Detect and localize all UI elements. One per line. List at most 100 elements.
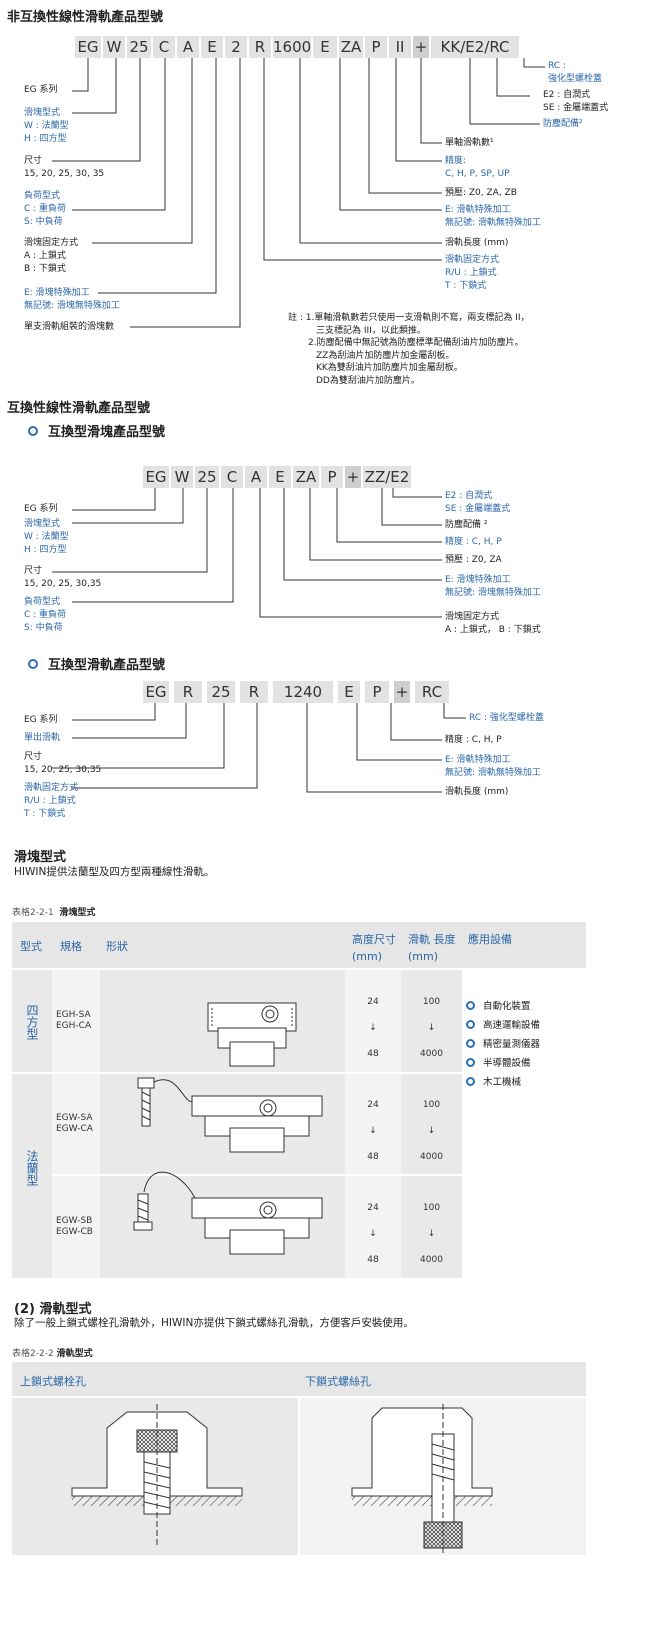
s1-label-precision: 精度: C, H, P, SP, UP <box>445 156 510 179</box>
bullet-icon <box>466 1038 475 1048</box>
s2-label-block-fix: 滑塊固定方式 A : 上鎖式， B : 下鎖式 <box>445 612 541 635</box>
s3-label-rail-length: 滑軌長度 (mm) <box>445 787 509 797</box>
s3-label-rc: RC : 強化型螺栓蓋 <box>469 713 544 723</box>
table1-header-height: 高度尺寸 <box>352 933 396 946</box>
table2-caption: 表格2-2-2 滑軌型式 <box>12 1349 93 1359</box>
code-segment: R <box>174 681 202 703</box>
bullet-icon <box>466 1019 475 1029</box>
table2-header-bottom-lock: 下鎖式螺絲孔 <box>305 1375 371 1388</box>
s1-label-block-special: E: 滑塊特殊加工 無記號: 滑塊無特殊加工 <box>24 288 120 311</box>
s3-label-rail-fix: 滑軌固定方式 R/U : 上鎖式 T : 下鎖式 <box>24 783 79 819</box>
s2-label-series: EG 系列 <box>24 504 58 514</box>
code-segment: W <box>171 466 193 488</box>
rail-type-desc: 除了一般上鎖式螺栓孔滑軌外，HIWIN亦提供下鎖式螺絲孔滑軌，方便客戶安裝使用。 <box>14 1317 414 1329</box>
bullet-icon <box>466 1000 475 1010</box>
table2-header-top-lock: 上鎖式螺栓孔 <box>20 1375 86 1388</box>
table1-height-egw-a: 24↓48 <box>367 1100 379 1162</box>
s3-label-precision: 精度 : C, H, P <box>445 735 502 745</box>
code-segment: R <box>240 681 268 703</box>
bottom-lock-drawing <box>351 1404 493 1553</box>
code-segment: RC <box>415 681 449 703</box>
s1-label-rc: RC : 強化型螺栓蓋 <box>548 61 603 84</box>
s2-label-preload: 預壓 : Z0, ZA <box>445 555 502 565</box>
table1-header-spec: 規格 <box>60 940 82 953</box>
code-segment: W <box>103 36 125 58</box>
table2-header <box>12 1362 586 1396</box>
table1-type-square: 四方型 <box>25 1004 39 1040</box>
code-segment: + <box>394 681 410 703</box>
table1-app-item: 自動化裝置 <box>466 998 531 1012</box>
code-segment: 1240 <box>273 681 333 703</box>
code-segment: P <box>365 681 389 703</box>
s1-label-size: 尺寸 15, 20, 25, 30, 35 <box>24 156 105 179</box>
table1-header-height-unit: (mm) <box>352 950 383 963</box>
s1-label-rail-special: E: 滑軌特殊加工 無記號: 滑軌無特殊加工 <box>445 205 541 228</box>
section3-subtitle: 互換型滑軌產品型號 <box>28 654 165 673</box>
code-segment: II <box>389 36 411 58</box>
rail-type-drawings <box>71 1404 493 1553</box>
code-segment: 25 <box>195 466 219 488</box>
s2-label-e2: E2 : 自潤式 SE : 金屬端蓋式 <box>445 491 511 514</box>
s1-label-series: EG 系列 <box>24 85 58 95</box>
s2-label-block-type: 滑塊型式 W : 法蘭型 H : 四方型 <box>24 519 69 555</box>
table1-caption: 表格2-2-1 滑塊型式 <box>12 908 96 918</box>
table1-app-item: 精密量測儀器 <box>466 1036 540 1050</box>
section1-title: 非互換性線性滑軌產品型號 <box>7 10 164 25</box>
code-segment: 2 <box>225 36 247 58</box>
code-segment: E <box>338 681 360 703</box>
code-segment: + <box>413 36 429 58</box>
s3-label-rail-special: E: 滑軌特殊加工 無記號: 滑軌無特殊加工 <box>445 755 541 778</box>
s1-label-block-count: 單支滑軌組裝的滑塊數 <box>24 322 115 332</box>
table1-length-egw-a: 100↓4000 <box>420 1100 443 1162</box>
table1-app-label: 自動化裝置 <box>483 1001 531 1012</box>
bullet-icon <box>466 1076 475 1086</box>
section2-title: 互換性線性滑軌產品型號 <box>7 401 151 416</box>
bullet-icon <box>28 658 38 669</box>
code-segment: + <box>345 466 361 488</box>
block-shape-drawings <box>133 1002 323 1255</box>
code-segment: P <box>365 36 387 58</box>
s2-label-block-special: E: 滑塊特殊加工 無記號: 滑塊無特殊加工 <box>445 575 541 598</box>
egw-a-block-drawing <box>137 1077 323 1153</box>
s1-label-preload: 預壓: Z0, ZA, ZB <box>445 188 517 198</box>
s1-label-rail-length: 滑軌長度 (mm) <box>445 238 509 248</box>
table1-header-type: 型式 <box>20 940 42 953</box>
code-segment: EG <box>143 681 169 703</box>
s1-label-rail-count: 單軸滑軌數¹ <box>445 138 494 148</box>
table1-height-egh: 24↓48 <box>367 997 379 1059</box>
code-segment: A <box>177 36 199 58</box>
code-segment: E <box>313 36 337 58</box>
table1-app-label: 精密量測儀器 <box>483 1039 541 1050</box>
s2-label-load-type: 負荷型式 C : 重負荷 S: 中負荷 <box>24 597 67 633</box>
egw-b-block-drawing <box>133 1171 323 1255</box>
s1-label-block-type: 滑塊型式 W : 法蘭型 H : 四方型 <box>24 108 69 144</box>
code-segment: EG <box>143 466 169 488</box>
s1-label-e2: E2 : 自潤式 SE : 金屬端蓋式 <box>543 90 609 113</box>
block-type-title: 滑塊型式 <box>14 850 67 865</box>
table1-app-label: 高速運輸設備 <box>483 1020 541 1031</box>
code-segment: ZA <box>339 36 363 58</box>
code-segment: R <box>249 36 271 58</box>
block-type-desc: HIWIN提供法蘭型及四方型兩種線性滑軌。 <box>14 866 215 878</box>
table1-length-egw-b: 100↓4000 <box>420 1203 443 1265</box>
s1-label-load-type: 負荷型式 C : 重負荷 S: 中負荷 <box>24 191 67 227</box>
code-segment: E <box>269 466 291 488</box>
rail-type-title: (2) 滑軌型式 <box>14 1302 92 1317</box>
s1-label-dust: 防塵配備² <box>543 119 583 129</box>
code-segment: A <box>245 466 267 488</box>
table1-header-length-unit: (mm) <box>408 950 439 963</box>
table1-app-label: 半導體設備 <box>483 1058 531 1069</box>
s1-notes: 註 : 1.單軸滑軌數若只使用一支滑軌則不寫，兩支標記為 II， 三支標記為 I… <box>288 313 530 386</box>
table1-app-item: 木工機械 <box>466 1074 521 1088</box>
egh-block-drawing <box>207 1002 297 1067</box>
table1-header-apps: 應用設備 <box>468 933 512 946</box>
section2-subtitle: 互換型滑塊產品型號 <box>28 421 165 440</box>
top-lock-drawing <box>71 1404 243 1548</box>
table1-header-length: 滑軌 長度 <box>408 933 456 946</box>
s2-label-size: 尺寸 15, 20, 25, 30,35 <box>24 566 102 589</box>
bullet-icon <box>466 1057 475 1067</box>
